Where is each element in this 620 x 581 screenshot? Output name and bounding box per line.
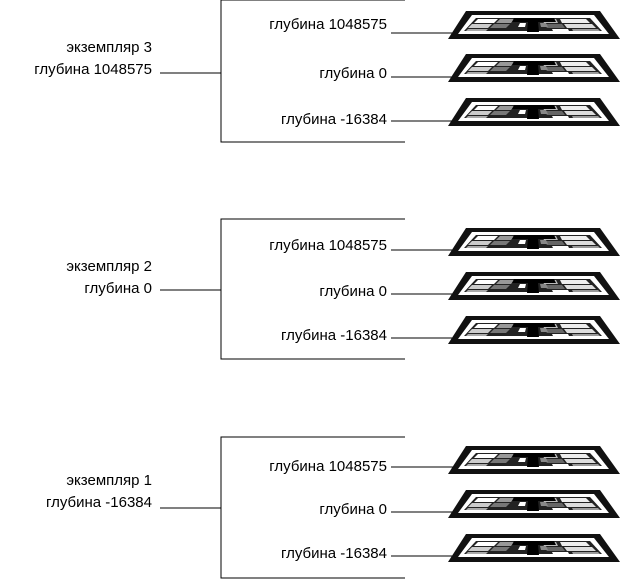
instance-depth: глубина -16384: [46, 494, 152, 511]
layer-tile-image: [448, 316, 620, 344]
instance-label: экземпляр 2: [66, 258, 152, 275]
instance-group-2: экземпляр 2 глубина 0 глубина 1048575 гл…: [66, 218, 620, 360]
layer-tile-image: [448, 446, 620, 474]
layer-label: глубина -16384: [281, 327, 387, 344]
layer-tile-image: [448, 98, 620, 126]
layer-label: глубина 0: [319, 283, 387, 300]
group-bracket: [220, 218, 405, 360]
layer-tile-image: [448, 272, 620, 300]
layer-label: глубина 1048575: [269, 16, 387, 33]
instance-label: экземпляр 1: [66, 472, 152, 489]
layer-tile-image: [448, 228, 620, 256]
group-bracket: [220, 436, 405, 579]
layer-label: глубина -16384: [281, 545, 387, 562]
layer-label: глубина -16384: [281, 111, 387, 128]
layer-label: глубина 1048575: [269, 237, 387, 254]
layer-label: глубина 1048575: [269, 458, 387, 475]
layer-tile-image: [448, 54, 620, 82]
layer-label: глубина 0: [319, 501, 387, 518]
instance-group-1: экземпляр 1 глубина -16384 глубина 10485…: [46, 436, 620, 579]
instance-label: экземпляр 3: [66, 39, 152, 56]
instance-group-3: экземпляр 3 глубина 1048575 глубина 1048…: [34, 0, 620, 143]
instance-depth: глубина 0: [84, 280, 152, 297]
layer-tile-image: [448, 534, 620, 562]
group-bracket: [220, 0, 405, 143]
layer-tile-image: [448, 11, 620, 39]
layer-tile-image: [448, 490, 620, 518]
instance-depth: глубина 1048575: [34, 61, 152, 78]
layer-label: глубина 0: [319, 65, 387, 82]
